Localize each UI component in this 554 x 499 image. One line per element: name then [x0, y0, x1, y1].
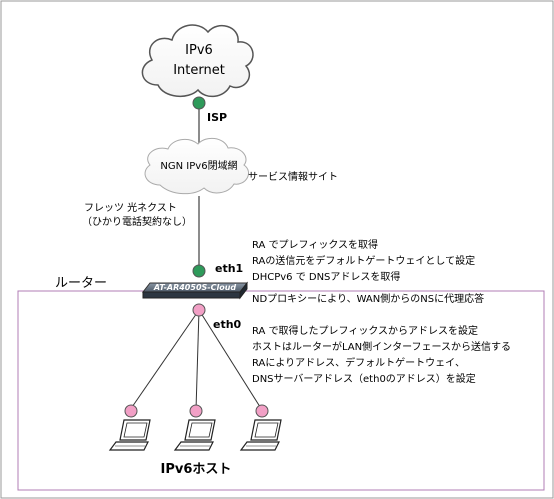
internet-line1: IPv6: [185, 43, 213, 58]
host-node-1: [124, 404, 138, 418]
host-node-2: [189, 404, 203, 418]
eth1-node: [192, 264, 206, 278]
ra-note-3: DHCPv6 で DNSアドレスを取得: [252, 271, 400, 283]
internet-cloud: [141, 24, 254, 98]
ngn-cloud-label: NGN IPv6閉域網: [160, 159, 237, 172]
link-host-3: [198, 309, 263, 411]
nd-proxy-note: NDプロキシーにより、WAN側からのNSに代理応答: [252, 292, 484, 305]
flets-line1: フレッツ 光ネクスト: [84, 201, 177, 214]
router-model: AT-AR4050S-Cloud: [153, 283, 237, 292]
ra-note-2: RAの送信元をデフォルトゲートウェイとして設定: [252, 254, 475, 267]
ra-note-1: RA でプレフィックスを取得: [252, 239, 378, 251]
isp-label: ISP: [207, 111, 227, 124]
lan-box: [17, 290, 545, 491]
service-info-label: サービス情報サイト: [248, 170, 338, 183]
lan-note-2: ホストはルーターがLAN側インターフェースから送信する: [252, 340, 511, 353]
eth0-node: [192, 303, 206, 317]
flets-line2: （ひかり電話契約なし）: [82, 215, 192, 228]
laptop-icon: [108, 419, 151, 451]
ngn-cloud: [144, 137, 249, 195]
lan-note-3: RAによりアドレス、デフォルトゲートウェイ、: [252, 356, 465, 369]
lan-note-4: DNSサーバーアドレス（eth0のアドレス）を設定: [252, 372, 476, 385]
router-section-label: ルーター: [55, 276, 107, 291]
link-host-2: [195, 309, 200, 411]
internet-line2: Internet: [173, 63, 225, 78]
eth0-label: eth0: [213, 318, 242, 331]
laptop-icon: [239, 419, 282, 451]
hosts-label: IPv6ホスト: [161, 462, 232, 477]
router-device: AT-AR4050S-Cloud: [141, 281, 249, 300]
link-host-1: [129, 309, 200, 411]
isp-node: [192, 96, 206, 110]
laptop-icon: [173, 419, 216, 451]
host-node-3: [255, 404, 269, 418]
eth1-label: eth1: [215, 262, 243, 275]
lan-note-1: RA で取得したプレフィックスからアドレスを設定: [252, 324, 478, 337]
